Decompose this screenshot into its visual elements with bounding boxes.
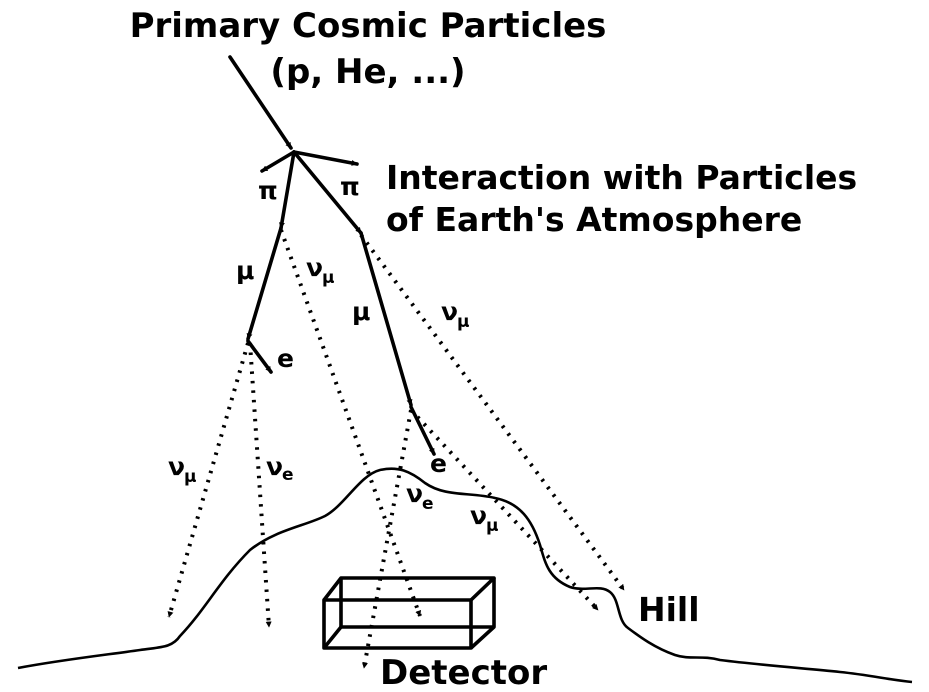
nu-mu-label-hill: ν μ [470, 501, 499, 536]
branch-left-arrow [260, 150, 296, 173]
e-subscript: e [282, 465, 294, 485]
title-primary-particles: Primary Cosmic Particles [130, 6, 607, 46]
mu-subscript: μ [184, 467, 197, 487]
mu-subscript: μ [322, 268, 335, 288]
nu-mu-label-lower-left: ν μ [168, 452, 197, 487]
primary-particle-arrow [228, 55, 293, 150]
nu-e-label-lower-left: ν e [266, 452, 294, 485]
nu-mu-from-left-pion [279, 229, 422, 617]
nu-symbol: ν [168, 452, 185, 481]
detector-label: Detector [380, 653, 547, 692]
mu-subscript: μ [486, 516, 499, 536]
electron-left-track [246, 339, 273, 374]
nu-mu-from-right-pion [359, 233, 626, 592]
muon-right-track [359, 231, 413, 407]
muon-left-track [246, 226, 283, 341]
nu-symbol: ν [441, 297, 458, 326]
nu-e-from-right-muon [362, 409, 413, 669]
e-subscript: e [422, 494, 434, 514]
pi-left-label: π [258, 176, 278, 205]
mu-subscript: μ [457, 312, 470, 332]
nu-mu-from-right-muon [409, 408, 600, 612]
interaction-label-line1: Interaction with Particles [386, 158, 857, 197]
nu-mu-label-upper-right: ν μ [441, 297, 470, 332]
detector-box [322, 576, 496, 650]
title-particle-types: (p, He, ...) [270, 52, 465, 92]
nu-e-label-hill: ν e [406, 479, 434, 514]
nu-symbol: ν [306, 253, 323, 282]
nu-mu-label-upper-left: ν μ [306, 253, 335, 288]
nu-symbol: ν [470, 501, 487, 530]
pi-right-label: π [340, 172, 360, 201]
nu-e-from-left-muon [248, 342, 272, 628]
electron-right-track [409, 405, 436, 456]
hill-ground-outline [17, 467, 913, 684]
branch-right-arrow [292, 150, 359, 166]
hill-label: Hill [638, 590, 700, 629]
mu-left-label: μ [236, 256, 254, 285]
e-left-label: e [277, 344, 294, 373]
nu-mu-from-left-muon [167, 342, 250, 618]
nu-symbol: ν [266, 452, 283, 481]
e-right-label: e [430, 449, 447, 478]
pion-right-track [292, 150, 363, 235]
interaction-label-line2: of Earth's Atmosphere [386, 200, 802, 239]
nu-symbol: ν [406, 479, 423, 508]
mu-right-label: μ [352, 297, 370, 326]
pion-left-track [278, 150, 296, 230]
